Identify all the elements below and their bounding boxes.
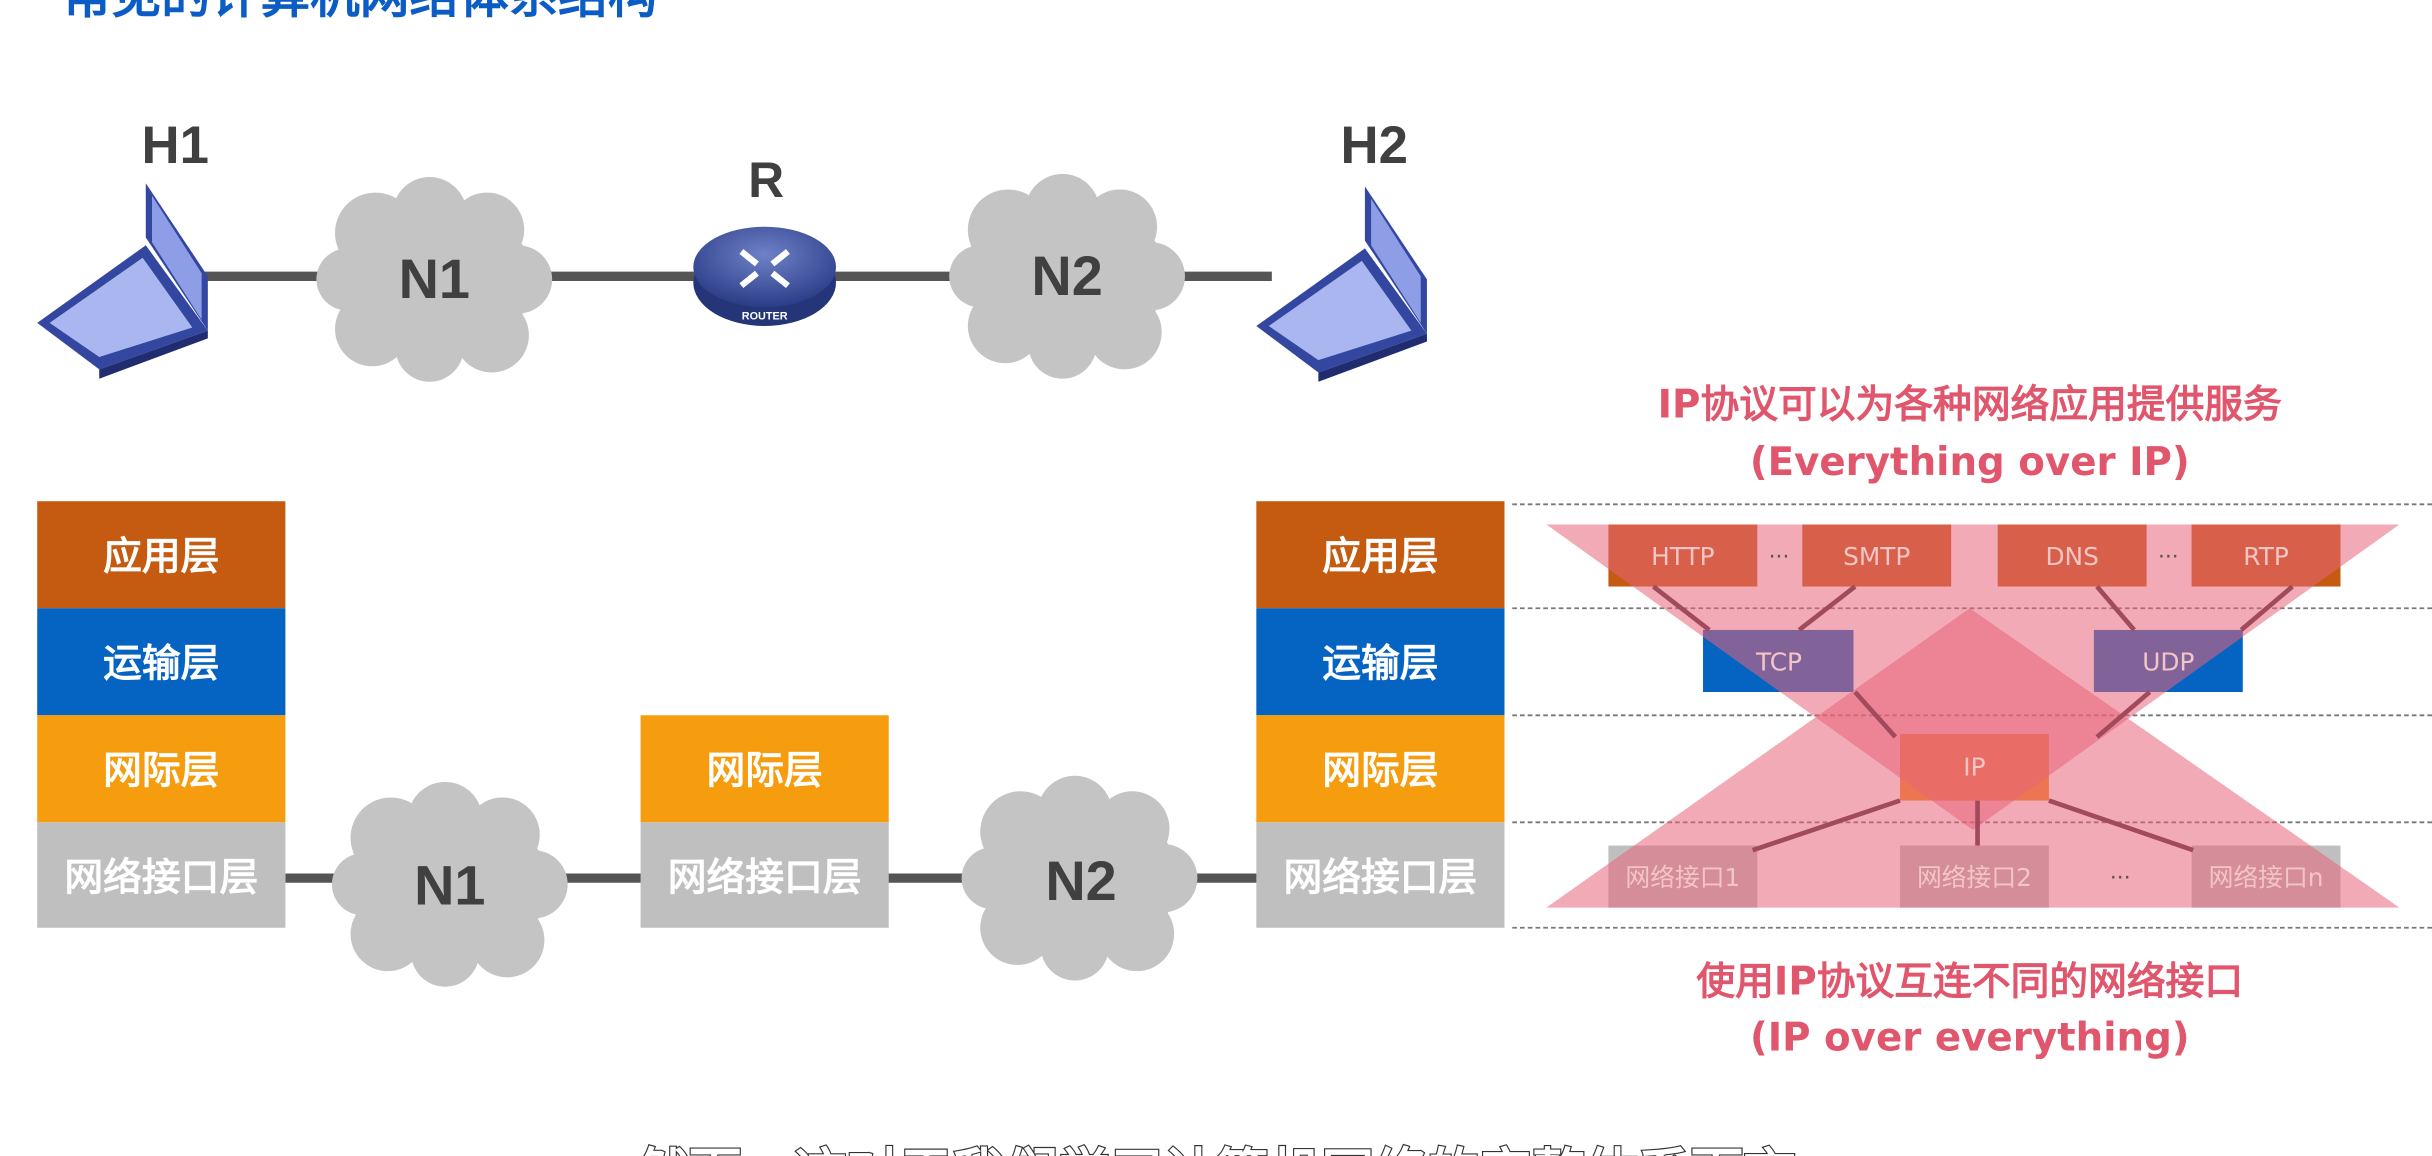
slide-title: 常见的计算机网络体系结构: [62, 0, 657, 25]
host2-label: H2: [1341, 116, 1408, 175]
ellipsis: ···: [2158, 544, 2179, 569]
laptop-icon: [37, 183, 208, 379]
proto-udp: UDP: [2142, 647, 2194, 676]
proto-smtp: SMTP: [1843, 542, 1910, 571]
interface-n: 网络接口n: [2209, 863, 2324, 892]
layer-transport: 运输层: [103, 641, 219, 686]
layer-internet: 网际层: [706, 749, 822, 794]
top-caption: IP协议可以为各种网络应用提供服务: [1658, 382, 2283, 427]
interface-2: 网络接口2: [1917, 863, 2032, 892]
bottom-caption-en: (IP over everything): [1750, 1015, 2190, 1060]
host2-stack: 应用层 运输层 网际层 网络接口层: [1256, 501, 1505, 928]
network1-label: N1: [414, 853, 485, 916]
triangle-overlay: [1546, 608, 2400, 908]
host1-stack: 应用层 运输层 网际层 网络接口层: [37, 501, 286, 928]
proto-http: HTTP: [1651, 542, 1715, 571]
physical-topology: ROUTER H1 H2 R N1 N2: [37, 116, 1427, 382]
layer-application: 应用层: [103, 534, 219, 579]
network2-label: N2: [1031, 244, 1102, 307]
router-icon: ROUTER: [693, 226, 836, 326]
ellipsis: ···: [1769, 544, 1790, 569]
ellipsis: ···: [2110, 865, 2131, 890]
laptop-icon: [1256, 186, 1427, 382]
video-subtitle: 然而，这对于我们学习计算机网络的完整体系而言: [636, 1143, 1796, 1156]
layer-stacks: N1 N2 应用层 运输层 网际层 网络接口层 网际层 网络接口层 应用层 运输…: [37, 501, 1505, 987]
interface-1: 网络接口1: [1625, 863, 1740, 892]
top-caption-en: (Everything over IP): [1750, 440, 2190, 485]
router-label: R: [748, 152, 784, 208]
proto-dns: DNS: [2045, 542, 2098, 571]
router-badge: ROUTER: [742, 311, 788, 323]
layer-internet: 网际层: [1322, 749, 1438, 794]
network2-label: N2: [1045, 849, 1116, 912]
layer-network-interface: 网络接口层: [1283, 856, 1477, 901]
layer-network-interface: 网络接口层: [64, 856, 258, 901]
proto-ip: IP: [1963, 753, 1985, 782]
proto-rtp: RTP: [2243, 542, 2289, 571]
proto-tcp: TCP: [1755, 647, 1802, 676]
layer-transport: 运输层: [1322, 641, 1438, 686]
layer-internet: 网际层: [103, 749, 219, 794]
network1-label: N1: [399, 247, 470, 310]
layer-application: 应用层: [1322, 534, 1438, 579]
layer-network-interface: 网络接口层: [668, 856, 862, 901]
router-stack: 网际层 网络接口层: [640, 715, 889, 928]
host1-label: H1: [142, 116, 209, 175]
hourglass-diagram: IP协议可以为各种网络应用提供服务 (Everything over IP) 使…: [1512, 382, 2432, 1060]
bottom-caption: 使用IP协议互连不同的网络接口: [1696, 959, 2243, 1004]
